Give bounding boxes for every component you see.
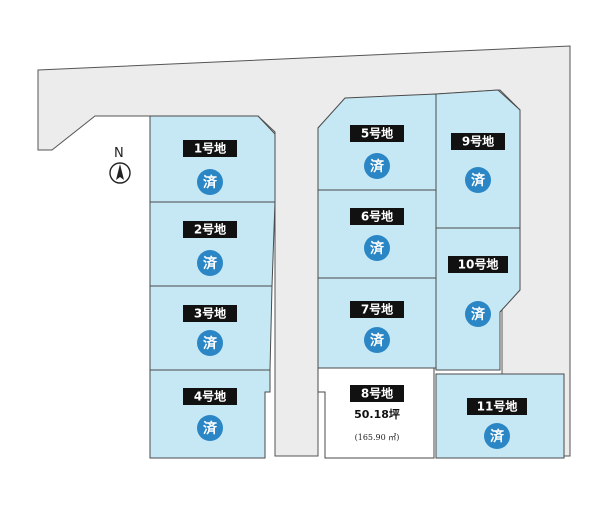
lot-7-parcel[interactable] [317,277,437,369]
lot-3-parcel[interactable] [149,285,273,371]
lot-11-sold-badge [484,423,510,449]
lot-9-parcel[interactable] [435,89,521,229]
lot-labels: 1号地済2号地済3号地済4号地済5号地済6号地済7号地済8号地50.18坪(16… [183,125,527,449]
lot-1-parcel[interactable] [149,115,276,203]
lot-8-labels: 8号地 50.18坪 (165.90 ㎡) [350,385,404,442]
lot-5-name: 5号地 [361,126,393,141]
north-indicator: N [109,146,131,184]
lot-6-sold-badge [364,235,390,261]
lot-10-sold-badge [465,301,491,327]
lot-7-sold-badge [364,327,390,353]
lot-7-name-bg [350,301,404,318]
lot-1-sold-badge [197,169,223,195]
lot-2-status: 済 [203,255,218,272]
lot-4-status: 済 [203,420,218,437]
lot-8-name: 8号地 [361,386,393,401]
lot-5-name-bg [350,125,404,142]
lot-11-status: 済 [490,428,505,445]
lot-9-status: 済 [471,172,486,189]
lot-7-status: 済 [370,332,385,349]
lot-2-name: 2号地 [194,222,226,237]
lot-4-name-bg [183,388,237,405]
lot-6-name-bg [350,208,404,225]
lot-7-name: 7号地 [361,302,393,317]
lot-8-parcel[interactable] [317,367,435,459]
lot-9-sold-badge [465,167,491,193]
lot-4-parcel[interactable] [149,369,271,459]
lot-2-sold-badge [197,250,223,276]
lot-9-name: 9号地 [462,134,494,149]
lot-5-status: 済 [370,158,385,175]
lot-4-name: 4号地 [194,389,226,404]
lot-3-sold-badge [197,330,223,356]
lot-11-name-bg [467,398,527,415]
lot-6-status: 済 [370,240,385,257]
lot-3-status: 済 [203,335,218,352]
lot-1-name: 1号地 [194,141,226,156]
lot-8-area-tsubo: 50.18坪 [354,408,400,421]
north-arrow-icon [109,162,131,184]
lot-10-name: 10号地 [458,257,499,272]
lot-4-sold-badge [197,415,223,441]
lot-8-name-bg [350,385,404,402]
lot-9-name-bg [451,133,505,150]
north-label: N [114,146,124,161]
lot-11-name: 11号地 [477,399,518,414]
lot-8-area-sqm: (165.90 ㎡) [355,433,400,442]
lot-10-status: 済 [471,306,486,323]
lot-5-sold-badge [364,153,390,179]
lot-11-parcel[interactable] [435,373,565,459]
lot-6-name: 6号地 [361,209,393,224]
lot-10-name-bg [448,256,508,273]
lot-3-name-bg [183,305,237,322]
lot-6-parcel[interactable] [317,189,437,279]
lot-1-name-bg [183,140,237,157]
lot-2-name-bg [183,221,237,238]
lot-3-name: 3号地 [194,306,226,321]
lot-1-status: 済 [203,174,218,191]
